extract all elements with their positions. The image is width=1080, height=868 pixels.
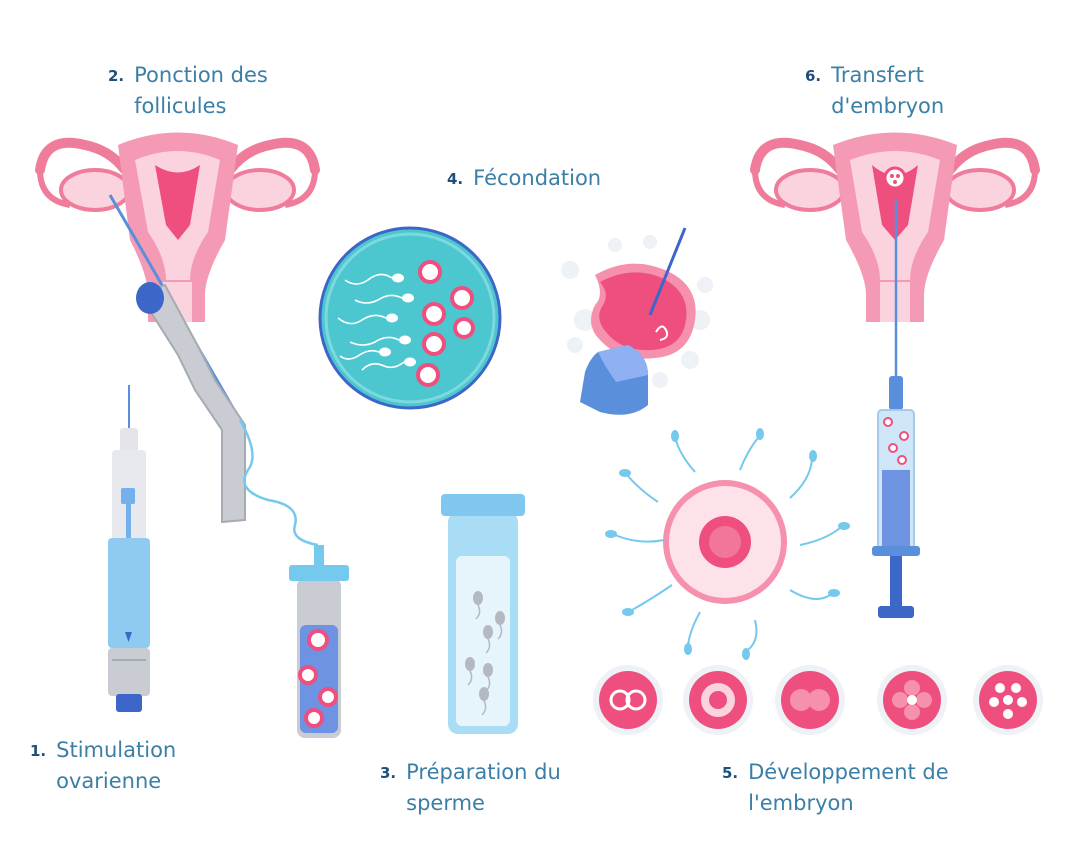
step-4-label: 4. Fécondation bbox=[447, 163, 601, 194]
step-2-label: 2. Ponction des follicules bbox=[108, 60, 268, 122]
collection-tube-illustration bbox=[289, 545, 349, 738]
step-4-number: 4. bbox=[447, 170, 464, 188]
step-6-number: 6. bbox=[805, 67, 822, 85]
petri-dish-illustration bbox=[318, 226, 502, 410]
step-4-title-line-1: Fécondation bbox=[473, 166, 602, 190]
step-3-title-line-2: sperme bbox=[406, 791, 485, 815]
step-1-title-line-2: ovarienne bbox=[56, 769, 162, 793]
step-5-title-line-2: l'embryon bbox=[748, 791, 854, 815]
embryo-stage-4 bbox=[877, 665, 947, 735]
embryo-stage-2 bbox=[683, 665, 753, 735]
step-5-label: 5. Développement de l'embryon bbox=[722, 757, 949, 819]
embryo-stage-3 bbox=[775, 665, 845, 735]
step-3-title-line-1: Préparation du bbox=[406, 760, 561, 784]
step-1-title-line-1: Stimulation bbox=[56, 738, 177, 762]
embryo-stage-1 bbox=[593, 665, 663, 735]
step-2-title-line-1: Ponction des bbox=[134, 63, 268, 87]
step-6-title-line-2: d'embryon bbox=[831, 94, 945, 118]
step-5-number: 5. bbox=[722, 764, 739, 782]
transfer-syringe-illustration bbox=[872, 200, 920, 618]
icsi-egg-illustration bbox=[561, 227, 713, 415]
step-5-title-line-1: Développement de bbox=[748, 760, 949, 784]
sperm-tube-illustration bbox=[441, 494, 525, 734]
embryo-stages bbox=[593, 665, 1043, 735]
aspiration-needle-illustration bbox=[108, 194, 319, 547]
step-6-label: 6. Transfert d'embryon bbox=[805, 60, 944, 122]
step-3-number: 3. bbox=[380, 764, 397, 782]
step-6-title-line-1: Transfert bbox=[831, 63, 924, 87]
step-2-title-line-2: follicules bbox=[134, 94, 227, 118]
injection-pen-illustration bbox=[108, 385, 150, 712]
step-1-label: 1. Stimulation ovarienne bbox=[30, 735, 176, 797]
step-2-number: 2. bbox=[108, 67, 125, 85]
step-1-number: 1. bbox=[30, 742, 47, 760]
step-3-label: 3. Préparation du sperme bbox=[380, 757, 561, 819]
embryo-stage-5 bbox=[973, 665, 1043, 735]
uterus-illustration-left bbox=[35, 132, 320, 322]
egg-with-sperm-illustration bbox=[605, 428, 850, 660]
